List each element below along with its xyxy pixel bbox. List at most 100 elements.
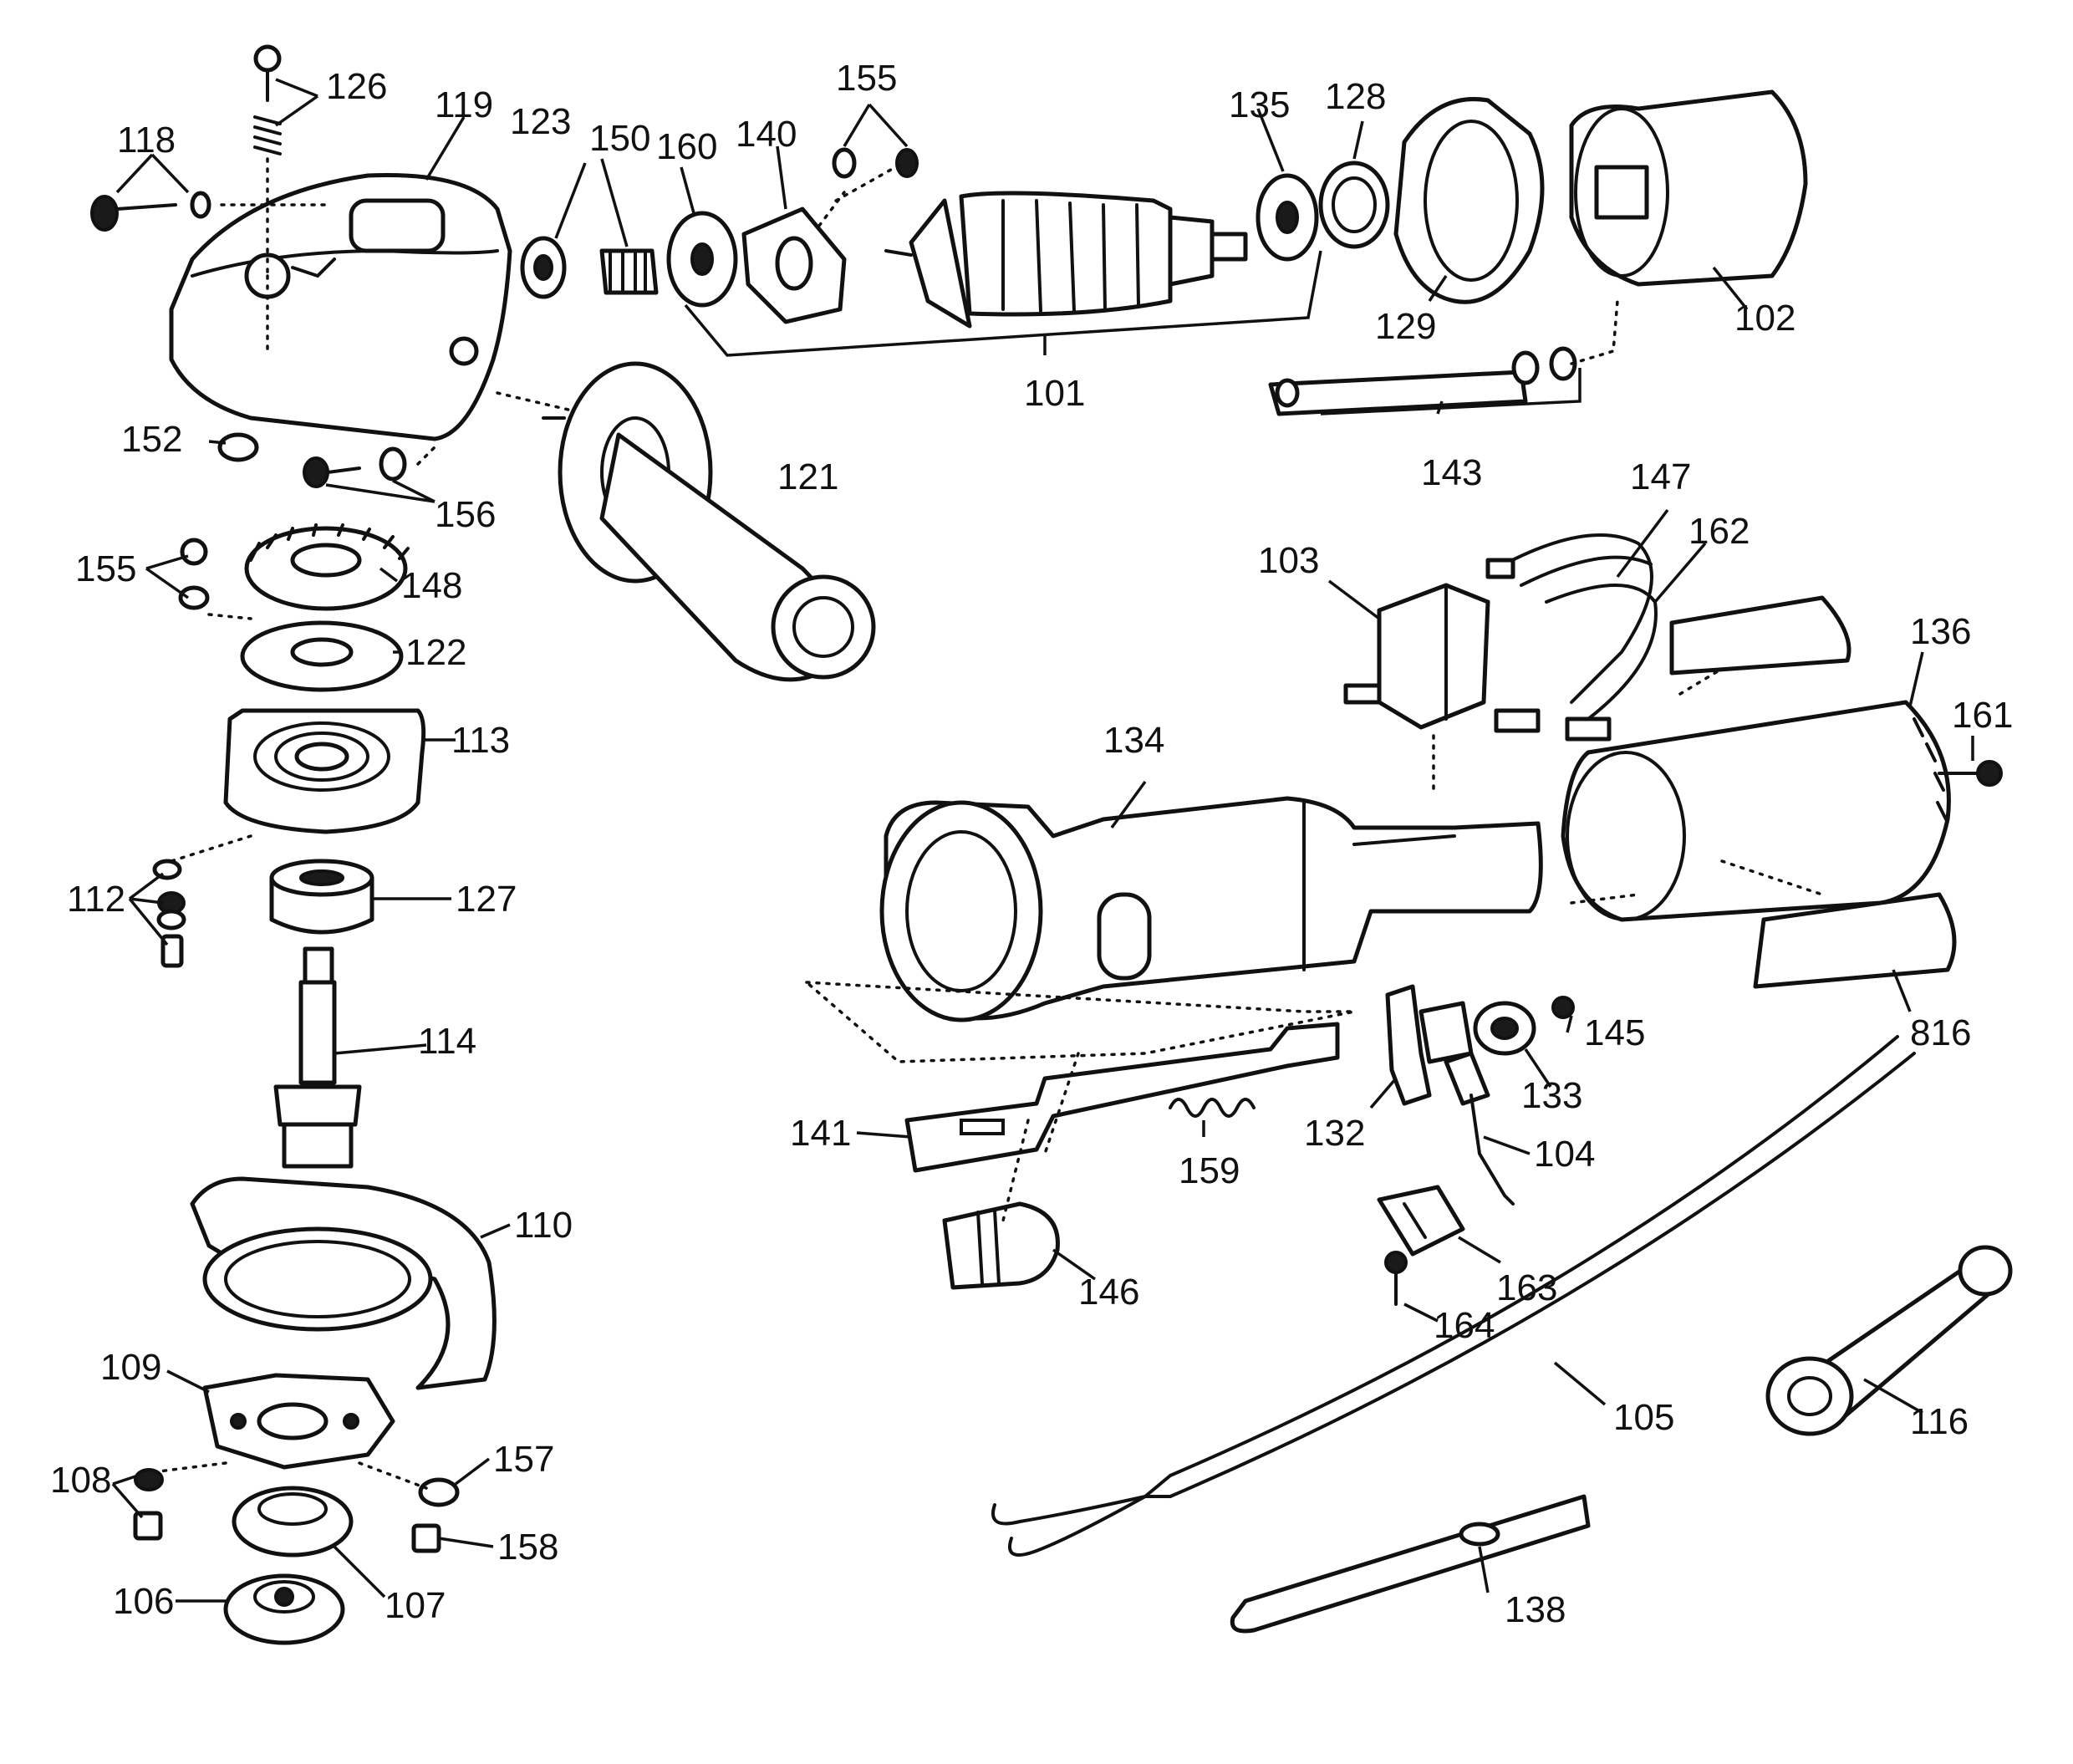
part-101-armature <box>884 191 1248 329</box>
part-164-screw <box>1384 1251 1408 1306</box>
label-136: 136 <box>1910 611 1971 652</box>
label-126: 126 <box>326 66 387 107</box>
part-157-nut <box>418 1477 460 1507</box>
part-114-spindle <box>273 946 362 1169</box>
part-143-cable-tie <box>1268 346 1577 416</box>
part-155-screws-top <box>832 147 919 179</box>
label-161: 161 <box>1952 695 2013 736</box>
part-156-screw-washer <box>303 446 407 488</box>
label-113: 113 <box>451 720 510 761</box>
label-101: 101 <box>1024 373 1085 414</box>
label-122: 122 <box>405 632 466 673</box>
label-157: 157 <box>493 1439 554 1480</box>
label-102: 102 <box>1734 298 1795 339</box>
part-147-lead <box>1485 533 1653 704</box>
label-156: 156 <box>435 494 496 535</box>
label-119: 119 <box>435 84 493 125</box>
label-162: 162 <box>1688 511 1750 552</box>
part-116-spare-handle <box>1765 1245 2013 1436</box>
label-148: 148 <box>401 565 462 606</box>
label-132: 132 <box>1304 1113 1365 1154</box>
assembly-dotted-lines <box>157 157 1824 1490</box>
label-104: 104 <box>1534 1134 1595 1175</box>
part-107-flange <box>232 1486 354 1558</box>
label-138: 138 <box>1505 1589 1566 1630</box>
part-121-side-handle <box>542 361 876 682</box>
label-140: 140 <box>736 114 797 155</box>
part-160-bearing <box>666 211 738 308</box>
part-158-screw <box>411 1523 441 1553</box>
part-106-flange-nut <box>223 1573 345 1645</box>
part-150-pinion <box>599 248 659 295</box>
label-150: 150 <box>589 118 650 159</box>
part-159-spring <box>1169 1098 1256 1118</box>
part-148-bevel-gear <box>244 523 410 611</box>
label-145: 145 <box>1584 1012 1645 1053</box>
label-123: 123 <box>510 101 571 142</box>
label-133: 133 <box>1521 1075 1582 1116</box>
part-118-screw-washer <box>90 191 211 232</box>
part-109-clamp-plate <box>202 1373 395 1470</box>
part-152-nut <box>217 432 259 462</box>
label-121: 121 <box>777 456 838 497</box>
label-110: 110 <box>514 1205 573 1246</box>
part-816-label <box>1753 892 1957 989</box>
part-128-ring <box>1318 161 1390 249</box>
label-118: 118 <box>117 120 176 161</box>
label-116: 116 <box>1910 1401 1969 1442</box>
label-143: 143 <box>1421 452 1482 493</box>
label-128: 128 <box>1325 76 1386 117</box>
label-159: 159 <box>1179 1150 1240 1191</box>
part-136-end-cap <box>1561 595 1951 922</box>
label-109: 109 <box>100 1347 161 1388</box>
part-108-screw-washer <box>133 1468 164 1541</box>
label-105: 105 <box>1613 1397 1674 1438</box>
label-112: 112 <box>67 879 125 920</box>
label-160: 160 <box>656 126 717 167</box>
label-114: 114 <box>418 1021 476 1062</box>
part-number-labels: 118 126 119 123 150 160 140 155 135 128 … <box>50 58 2013 1630</box>
part-105-power-cord <box>991 1035 1916 1557</box>
label-147: 147 <box>1630 456 1691 497</box>
part-127-bearing <box>269 859 374 935</box>
part-122-plate <box>240 620 404 692</box>
label-107: 107 <box>385 1585 446 1626</box>
leader-lines <box>111 78 1974 1603</box>
part-146-switch-button <box>942 1201 1060 1290</box>
part-110-wheel-guard <box>190 1176 497 1390</box>
label-127: 127 <box>456 879 517 920</box>
label-129: 129 <box>1375 306 1436 347</box>
part-135-bearing <box>1256 173 1319 262</box>
label-134: 134 <box>1103 720 1164 761</box>
part-102-field-stator <box>1569 89 1808 287</box>
label-141: 141 <box>790 1113 851 1154</box>
part-123-nut <box>520 236 567 299</box>
part-145-screw <box>1551 996 1575 1019</box>
part-104-carbon-brush <box>1444 1051 1515 1206</box>
label-158: 158 <box>497 1527 558 1568</box>
part-126-screw-spring <box>253 44 282 155</box>
part-141-switch-actuator <box>904 1022 1340 1173</box>
part-140-plate <box>741 206 847 324</box>
label-106: 106 <box>113 1581 174 1622</box>
label-163: 163 <box>1496 1267 1557 1308</box>
part-155-screw-washer-left <box>178 538 210 610</box>
label-155-top: 155 <box>836 58 897 99</box>
part-119-gear-housing <box>169 173 512 441</box>
label-146: 146 <box>1078 1272 1139 1313</box>
label-135: 135 <box>1229 84 1290 125</box>
label-816: 816 <box>1910 1012 1971 1053</box>
part-162-lead <box>1494 584 1658 742</box>
label-152: 152 <box>121 419 182 460</box>
part-134-motor-housing <box>879 796 1543 1022</box>
label-108: 108 <box>50 1460 111 1501</box>
part-103-switch <box>1343 583 1490 730</box>
part-113-bearing-housing <box>223 708 426 834</box>
part-163-cord-clamp <box>1377 1185 1465 1257</box>
part-133-brush-spring <box>1473 1001 1536 1056</box>
part-161-screw <box>1938 760 2003 787</box>
part-138-clip <box>1230 1494 1591 1634</box>
part-129-brush-holder-ring <box>1393 97 1545 304</box>
label-103: 103 <box>1258 540 1319 581</box>
